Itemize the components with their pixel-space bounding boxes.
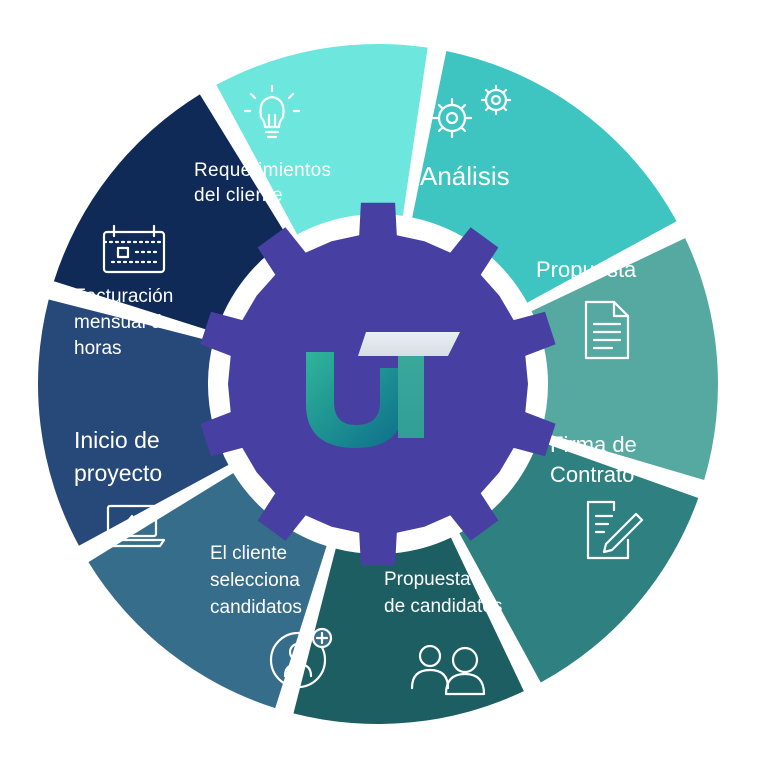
label-line: Contrato bbox=[550, 462, 635, 487]
segment-inicio bbox=[38, 299, 229, 546]
document-icon bbox=[584, 300, 630, 360]
label-line: Firma de bbox=[550, 432, 637, 457]
label-line: Facturación bbox=[74, 286, 174, 307]
label-requerimientos: Requerimientos del cliente bbox=[194, 158, 331, 208]
people-icon bbox=[410, 644, 486, 696]
label-line: Propuesta bbox=[536, 257, 637, 282]
label-facturacion: Facturación mensual de horas bbox=[74, 284, 173, 362]
label-line: Inicio de bbox=[74, 427, 160, 453]
lightbulb-icon bbox=[243, 84, 301, 139]
ut-logo bbox=[306, 332, 460, 448]
label-line: Análisis bbox=[420, 161, 510, 191]
laptop-icon bbox=[98, 504, 166, 548]
label-inicio-proyecto: Inicio de proyecto bbox=[74, 424, 162, 490]
label-analisis: Análisis bbox=[420, 160, 510, 192]
label-line: horas bbox=[74, 338, 122, 359]
label-cliente-selecciona: El cliente selecciona candidatos bbox=[210, 540, 302, 621]
label-line: candidatos bbox=[210, 597, 302, 618]
center-gear bbox=[200, 202, 556, 566]
label-line: Propuesta bbox=[384, 569, 471, 590]
contract-sign-icon bbox=[586, 500, 644, 560]
gears-icon bbox=[431, 84, 512, 139]
calendar-icon bbox=[102, 224, 166, 274]
label-line: Requerimientos bbox=[194, 160, 332, 181]
label-propuesta-candidatos: Propuesta de candidatos bbox=[384, 566, 502, 620]
add-user-icon bbox=[269, 627, 333, 689]
label-line: proyecto bbox=[74, 460, 163, 486]
segment-requerimientos bbox=[216, 44, 428, 235]
label-line: mensual de bbox=[74, 312, 173, 333]
label-line: de candidatos bbox=[384, 596, 503, 617]
segment-cliente-selecciona bbox=[88, 473, 327, 709]
segment-propuesta-candidatos bbox=[293, 537, 524, 724]
label-propuesta: Propuesta bbox=[536, 256, 636, 284]
label-line: del cliente bbox=[194, 185, 283, 206]
label-line: El cliente bbox=[210, 543, 288, 564]
segment-firma bbox=[459, 441, 699, 683]
label-line: selecciona bbox=[210, 570, 300, 591]
label-firma-contrato: Firma de Contrato bbox=[550, 430, 637, 490]
